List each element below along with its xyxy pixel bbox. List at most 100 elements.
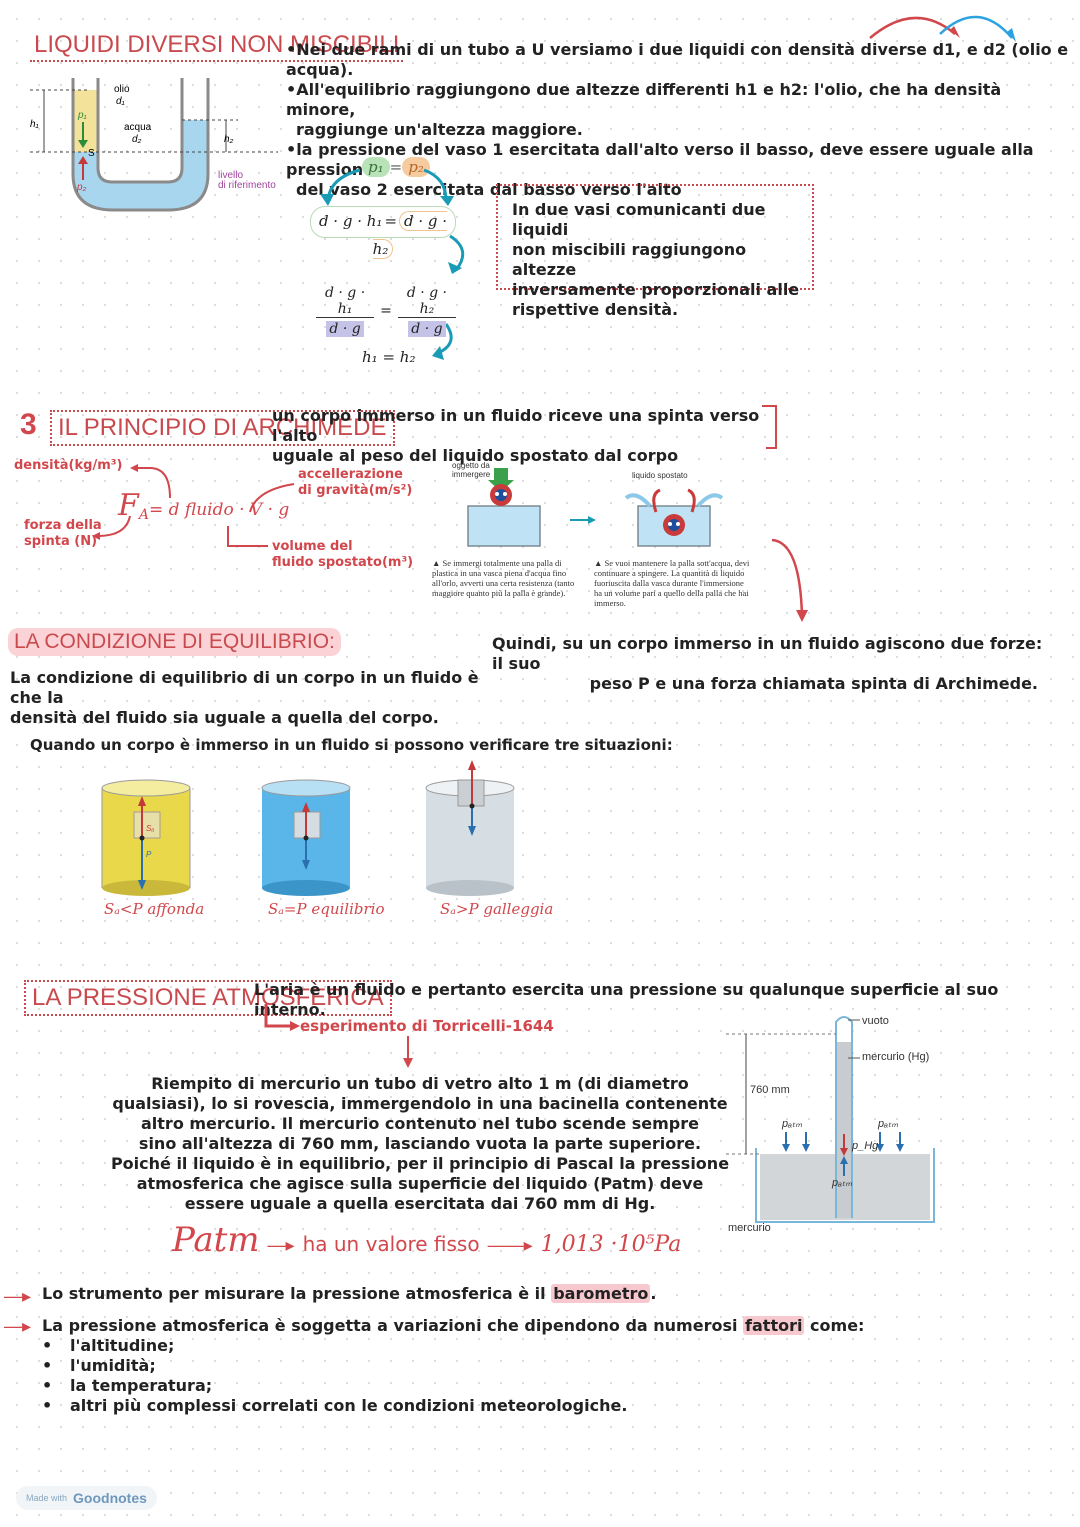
displaced-liquid-label: liquido spostato <box>632 471 688 480</box>
bullet-line: •la pressione del vaso 1 esercitata dall… <box>286 140 1034 179</box>
section-title-archimedes: IL PRINCIPIO DI ARCHIMEDE <box>50 410 395 446</box>
object-label-line: oggetto da <box>452 461 490 470</box>
paragraph-line: Riempito di mercurio un tubo di vetro al… <box>151 1074 689 1093</box>
reference-level-label-2: di riferimento <box>218 180 276 191</box>
vector-p-label: P <box>146 850 152 859</box>
three-cylinders-figure <box>101 760 515 896</box>
bullet-line: •Nei due rami di un tubo a U versiamo i … <box>286 40 1069 79</box>
cylinder-sinks <box>101 779 191 896</box>
archimedes-conclusion: Quindi, su un corpo immerso in un fluido… <box>492 634 1052 694</box>
fraction-right-numerator: d · g · h₂ <box>397 285 456 318</box>
fraction-left-denominator: d · g <box>326 321 365 337</box>
p2-bubble: p₂ <box>402 157 430 177</box>
box-line: rispettive densità. <box>512 300 679 319</box>
formula-pointer-lines <box>92 464 295 547</box>
paragraph-line: essere uguale a quella esercitata dai 76… <box>184 1194 656 1213</box>
bullet-line: raggiunge un'altezza maggiore. <box>296 120 583 139</box>
patm-right-label: pₐₜₘ <box>878 1118 899 1130</box>
p1-equals-p2: p₁=p₂ <box>362 157 430 179</box>
mercury-hg-label: mercurio (Hg) <box>862 1051 930 1063</box>
list-item: •l'umidità; <box>42 1356 156 1375</box>
section-title-equilibrium: LA CONDIZIONE DI EQUILIBRIO: <box>8 628 341 656</box>
list-item: •altri più complessi correlati con le co… <box>42 1396 628 1415</box>
list-item: •la temperatura; <box>42 1376 213 1395</box>
simplified-fractions: d · g · h₁ d · g = d · g · h₂ d · g <box>316 285 456 337</box>
section-title-immiscible-liquids: LIQUIDI DIVERSI NON MISCIBILI <box>30 30 404 62</box>
torricelli-paragraph: Riempito di mercurio un tubo di vetro al… <box>110 1074 730 1214</box>
factor-text: l'umidità; <box>70 1356 156 1375</box>
water-density-label: d₂ <box>132 134 142 145</box>
list-item: •l'altitudine; <box>42 1336 175 1355</box>
acceleration-label: accellerazione di gravità(m/s²) <box>298 467 412 499</box>
equilibrium-condition: La condizione di equilibrio di un corpo … <box>10 668 510 728</box>
fraction-right-denominator: d · g <box>407 321 446 337</box>
p1-bubble: p₁ <box>362 157 390 177</box>
figure-caption-right: ▲ Se vuoi mantenere la palla sott'acqua,… <box>594 558 750 608</box>
patm-value: 1,013 ·10⁵Pa <box>540 1232 682 1257</box>
patm-value-line: Patm —▸ ha un valore fisso ——▸ 1,013 ·10… <box>172 1220 682 1260</box>
factor-text: l'altitudine; <box>70 1336 175 1355</box>
equilibrium-line: densità del fluido sia uguale a quella d… <box>10 708 439 727</box>
formula-f: F <box>118 488 139 523</box>
h2-label: h₂ <box>224 134 234 145</box>
case-caption-sinks: Sₐ<P affonda <box>104 900 205 918</box>
case-caption-equilibrium: Sₐ=P equilibrio <box>268 900 385 918</box>
equals-sign: = <box>389 158 403 176</box>
vacuum-label: vuoto <box>862 1015 889 1027</box>
force-label: forza della spinta (N) <box>24 518 102 550</box>
mm760-label: 760 mm <box>750 1084 790 1096</box>
formula-subscript: A <box>138 507 149 524</box>
paragraph-line: altro mercurio. Il mercurio contenuto ne… <box>141 1114 699 1133</box>
equation-left: d · g · h₁ <box>318 212 383 230</box>
box-line: inversamente proporzionali alle <box>512 280 800 299</box>
variation-highlight: fattori <box>743 1316 805 1335</box>
figure-caption-left: ▲ Se immergi totalmente una palla di pla… <box>432 558 575 598</box>
force-label-line: forza della <box>24 518 102 533</box>
definition-line: un corpo immerso in un fluido riceve una… <box>272 406 760 445</box>
curved-pointer-arrow <box>771 538 808 622</box>
volume-label-line: fluido spostato(m³) <box>272 555 414 570</box>
formula-rest: = d fluido · V · g <box>148 500 290 520</box>
oil-density-label: d₁ <box>116 96 125 107</box>
equation-right: d · g · h₂ <box>372 211 448 259</box>
fraction-left-numerator: d · g · h₁ <box>316 285 375 318</box>
object-to-immerse-label: oggetto da immergere <box>452 461 490 479</box>
case-caption-floats: Sₐ>P galleggia <box>440 900 554 918</box>
phg-label: p_Hg <box>852 1140 879 1152</box>
density-equation: d · g · h₁=d · g · h₂ <box>310 206 456 259</box>
arrow-bullet-icon: —▸ <box>4 1316 32 1336</box>
object-label-line: immergere <box>452 470 491 479</box>
density-label: densità(kg/m³) <box>14 458 123 473</box>
paragraph-line: qualsiasi), lo si rovescia, immergendolo… <box>112 1094 728 1113</box>
h1-label: h₁ <box>30 119 39 130</box>
paragraph-line: sino all'altezza di 760 mm, lasciando vu… <box>138 1134 702 1153</box>
three-situations-intro: Quando un corpo è immerso in un fluido s… <box>30 736 673 754</box>
paragraph-line: atmosferica che agisce sulla superficie … <box>136 1174 704 1193</box>
volume-label: volume del fluido spostato(m³) <box>272 539 413 571</box>
atmospheric-definition: L'aria è un fluido e pertanto esercita u… <box>254 980 999 1019</box>
definition-line: uguale al peso del liquido spostato dal … <box>272 446 679 465</box>
curly-arrows-decoration <box>869 15 1016 42</box>
torricelli-diagram <box>726 1016 935 1223</box>
u-tube-diagram: h₁ h₂ p₁ p₂ S olio d₁ acqua d₂ livello d… <box>30 78 278 212</box>
force-label-line: spinta (N) <box>24 534 98 549</box>
cylinder-floats <box>425 760 515 896</box>
archimedes-formula: FA= d fluido · V · g <box>118 488 289 523</box>
reference-level-label-1: livello <box>218 170 243 181</box>
made-with-text: Made with <box>26 1493 68 1503</box>
definition-bracket <box>762 405 777 449</box>
goodnotes-badge[interactable]: Made with Goodnotes <box>16 1486 157 1510</box>
acceleration-label-line: accellerazione <box>298 467 403 482</box>
patm-text: ha un valore fisso <box>302 1232 480 1256</box>
p2-label: p₂ <box>76 182 87 193</box>
factor-text: altri più complessi correlati con le con… <box>70 1396 628 1415</box>
key-concept-box: In due vasi comunicanti due liquidi non … <box>496 184 814 319</box>
barometer-highlight: barometro <box>551 1284 651 1303</box>
s-label: S <box>88 148 95 159</box>
torricelli-experiment-label: esperimento di Torricelli-1644 <box>300 1017 554 1035</box>
variation-text: La pressione atmosferica è soggetta a va… <box>42 1316 744 1335</box>
barometer-end: . <box>650 1284 657 1303</box>
factor-text: la temperatura; <box>70 1376 213 1395</box>
variation-end: come: <box>804 1316 865 1335</box>
